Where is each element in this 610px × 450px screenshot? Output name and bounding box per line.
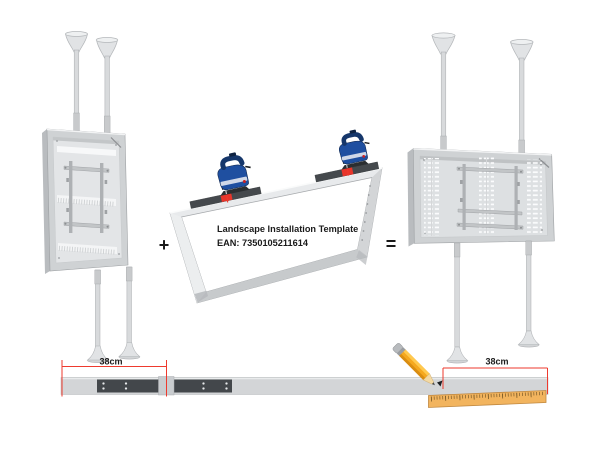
template-title-label: Landscape Installation Template — [217, 224, 358, 234]
floor-mount-cone-right — [517, 330, 540, 348]
floor-mount-cone-left — [86, 345, 109, 363]
pole-collar — [104, 115, 111, 135]
left-measurement-label: 38cm — [99, 357, 122, 367]
vesa-bracket — [63, 161, 110, 233]
ceiling-mount-cone-left — [65, 31, 88, 53]
floor-mount-cone-left — [446, 346, 469, 364]
plus-operator: + — [159, 235, 170, 255]
template-ean-label: EAN: 7350105211614 — [217, 238, 309, 248]
plate-holes — [102, 382, 228, 390]
floor-mount-cone-right — [118, 342, 141, 360]
installation-template: Landscape Installation Template EAN: 735… — [169, 127, 383, 304]
vesa-bracket — [456, 164, 524, 230]
pole-collar — [73, 112, 80, 133]
pole-collar — [94, 269, 101, 285]
portrait-frame — [42, 128, 129, 274]
ruler-icon — [428, 390, 547, 408]
measurement-right — [442, 367, 548, 394]
pencil-icon — [392, 343, 435, 386]
vent-strip-bottom — [58, 243, 117, 254]
landscape-frame — [407, 147, 555, 247]
pole-collar — [454, 242, 461, 258]
measurement-left — [61, 360, 167, 397]
equals-operator: = — [386, 234, 397, 254]
pole-collar — [126, 266, 133, 282]
pole-lower-left — [454, 242, 460, 348]
ceiling-mount-cone-right — [95, 37, 119, 59]
right-measurement-label: 38cm — [485, 357, 508, 367]
vent-strip-top — [57, 146, 116, 156]
vent-column-right — [527, 159, 542, 233]
corner-bracket — [110, 137, 122, 148]
portrait-mount-assembly — [42, 31, 141, 363]
wall-rail-section: 38cm 38cm — [60, 343, 549, 408]
mark-arrow-icon — [437, 380, 443, 387]
ceiling-mount-cone-left — [431, 32, 456, 55]
ceiling-mount-cone-right — [510, 39, 534, 61]
pole-collar — [525, 240, 532, 256]
landscape-mount-assembly — [407, 32, 555, 364]
rail-holes — [361, 185, 371, 241]
